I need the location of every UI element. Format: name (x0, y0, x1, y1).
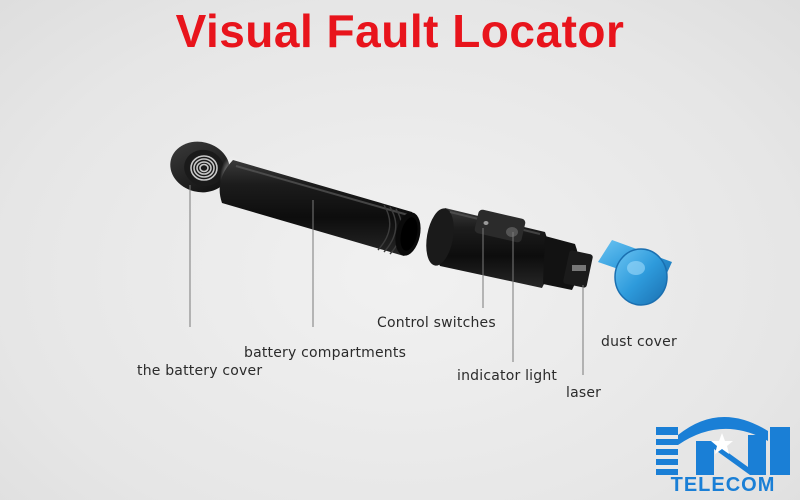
label-laser: laser (566, 385, 602, 401)
battery-cover (170, 141, 230, 193)
logo-mark (656, 416, 790, 475)
locator-head (426, 208, 593, 290)
label-battery-cover: the battery cover (137, 363, 263, 379)
label-dust-cover: dust cover (601, 334, 677, 350)
dust-cover (598, 240, 672, 306)
leader-lines (189, 185, 584, 375)
label-indicator-light: indicator light (457, 368, 558, 384)
indicator-light-icon (483, 221, 489, 225)
battery-compartment (219, 156, 421, 256)
laser-aperture-icon (572, 265, 586, 271)
spring-icon (190, 155, 218, 181)
logo-wordmark: TELECOM (670, 474, 776, 496)
diagram-title: Visual Fault Locator (175, 5, 625, 57)
star-icon (711, 433, 733, 454)
label-control-switches: Control switches (377, 315, 496, 331)
label-battery-compartments: battery compartments (244, 345, 407, 361)
hn-telecom-logo (656, 416, 790, 475)
